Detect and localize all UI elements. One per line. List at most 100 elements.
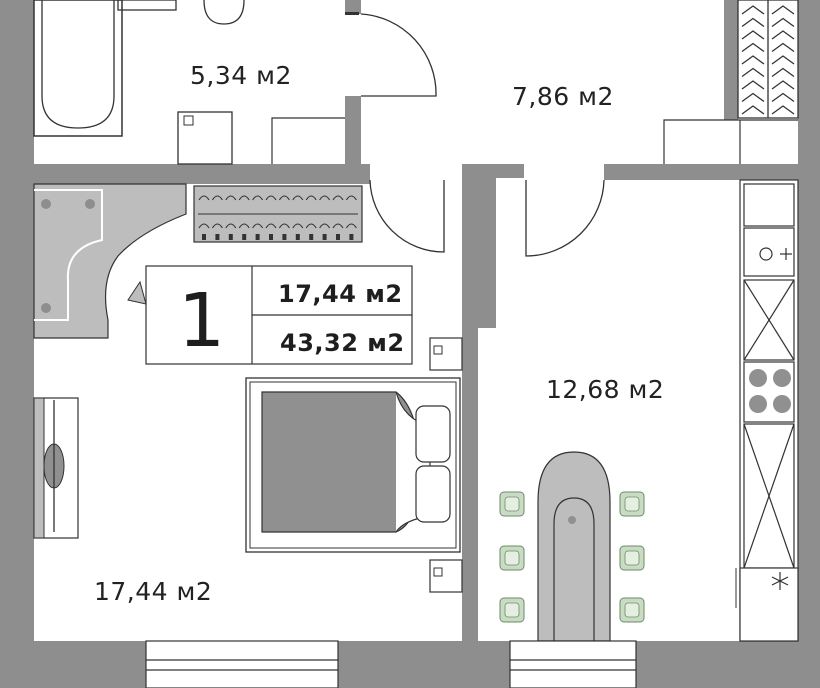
radiator-fin — [278, 195, 290, 201]
hanger — [771, 92, 795, 103]
burner-2 — [773, 369, 791, 387]
burner-4 — [773, 395, 791, 413]
wall-partition-top — [478, 164, 496, 328]
pillow-bottom — [415, 465, 451, 523]
hanger — [771, 67, 795, 78]
sink-bowl — [759, 247, 773, 261]
radiator-fin — [211, 223, 223, 229]
bathroom-area-label: 5,34 м2 — [190, 61, 292, 90]
hanger — [741, 17, 765, 28]
dining-chair-seat — [624, 602, 640, 618]
pillow-top — [415, 405, 451, 463]
radiator-fin — [309, 234, 314, 240]
hanger — [741, 30, 765, 40]
radiator-fin — [295, 234, 300, 240]
hanger — [741, 5, 765, 15]
bedroom-window — [145, 640, 339, 688]
radiator-fin — [345, 223, 357, 229]
dining-chair-seat — [504, 496, 520, 512]
radiator-fin — [332, 223, 344, 229]
radiator-fin — [242, 234, 247, 240]
wall-outlines — [271, 117, 798, 164]
dining-chair-seat — [504, 602, 520, 618]
dining-chair-seat — [504, 550, 520, 566]
kitchen: 12,68 м2 — [499, 179, 799, 688]
bathtub-inner — [41, 0, 115, 129]
wall-partition — [462, 164, 478, 641]
burner-1 — [749, 369, 767, 387]
radiator-fin — [282, 234, 287, 240]
wall-bathroom-bottom — [34, 164, 370, 184]
fridge — [739, 567, 799, 642]
radiator-fin — [265, 195, 277, 201]
wall-bathroom-right-top — [345, 0, 361, 14]
radiator-fin — [211, 195, 223, 201]
washing-machine-knob — [183, 115, 194, 126]
dining-chairs — [499, 491, 645, 623]
hanger — [771, 80, 795, 90]
washing-machine — [177, 111, 233, 165]
wall-bottom-mid — [338, 641, 510, 688]
radiator-fin — [319, 223, 331, 229]
radiator-fin — [198, 195, 210, 201]
radiator-fin — [345, 195, 357, 201]
kitchen-counter — [739, 179, 799, 642]
hanger — [741, 67, 765, 78]
hanger — [771, 5, 795, 15]
counter-section-1 — [743, 183, 795, 227]
radiator-fin — [238, 195, 250, 201]
toilet — [203, 0, 245, 25]
bed — [245, 377, 461, 553]
bedroom: 17,44 м2 — [33, 183, 463, 688]
wall-hallway-right — [724, 0, 738, 120]
wardrobe — [737, 0, 799, 119]
kitchen-door-swing — [525, 179, 605, 257]
room-count: 1 — [178, 278, 225, 364]
radiator-fin — [269, 234, 273, 240]
radiator-fin — [332, 195, 344, 201]
radiator-fin — [198, 223, 210, 229]
bedroom-door-swing — [369, 179, 445, 253]
hanger — [771, 42, 795, 53]
living-area: 17,44 м2 — [278, 280, 403, 308]
radiator-fin — [349, 234, 354, 240]
radiator-fin — [322, 234, 327, 240]
total-area: 43,32 м2 — [280, 329, 405, 357]
hanger — [771, 55, 795, 65]
bathtub — [33, 0, 123, 137]
hallway-area-label: 7,86 м2 — [512, 82, 614, 111]
radiator — [193, 185, 363, 243]
radiator-fin — [292, 223, 304, 229]
radiator-fin — [278, 223, 290, 229]
kitchen-area-label: 12,68 м2 — [546, 375, 664, 404]
radiator-fin — [319, 195, 331, 201]
corner-desk — [33, 183, 187, 339]
radiator-fin — [225, 223, 237, 229]
dining-chair-seat — [624, 550, 640, 566]
wall-kitchen-top — [462, 164, 524, 178]
radiator-fin — [225, 195, 237, 201]
dining-table — [537, 451, 611, 642]
radiator-fin — [238, 223, 250, 229]
radiator-fin — [255, 234, 260, 240]
radiator-fin — [215, 234, 220, 240]
dining-chair-seat — [624, 496, 640, 512]
snowflake-icon — [771, 572, 789, 590]
wall-left — [0, 0, 34, 688]
hanger — [741, 105, 765, 115]
bathroom: 5,34 м2 — [33, 0, 437, 165]
hanger — [771, 17, 795, 28]
radiator-fin — [252, 195, 264, 201]
hanger — [741, 80, 765, 90]
wall-kitchen-top-right — [604, 164, 798, 180]
hanger — [741, 42, 765, 53]
hanger — [741, 92, 765, 103]
radiator-fin — [292, 195, 304, 201]
radiator-fin — [336, 234, 340, 240]
bedroom-area-label: 17,44 м2 — [94, 577, 212, 606]
radiator-fin — [202, 234, 206, 240]
burner-3 — [749, 395, 767, 413]
wall-right — [798, 0, 820, 688]
